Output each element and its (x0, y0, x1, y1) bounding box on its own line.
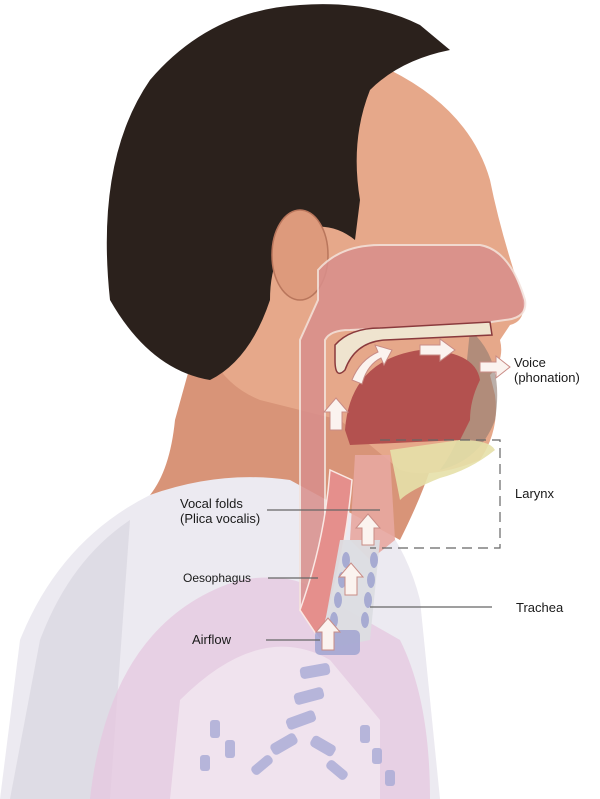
tongue (345, 350, 480, 445)
ear (271, 209, 329, 301)
bronchi (200, 663, 395, 786)
voice-label-title: Voice (514, 355, 546, 370)
larynx-label: Larynx (515, 486, 555, 501)
trachea-label: Trachea (516, 600, 564, 615)
airflow-label: Airflow (192, 632, 232, 647)
oesophagus-label: Oesophagus (183, 571, 252, 585)
vocal-folds-label: Vocal folds (Plica vocalis) (180, 496, 260, 526)
mandible (390, 440, 495, 500)
voice-label-sub: (phonation) (514, 370, 580, 385)
hard-palate (334, 321, 493, 375)
larynx-tube (350, 455, 395, 560)
shirt-shadow (10, 520, 130, 799)
lung-lobe (170, 646, 380, 799)
airflow-arrows (314, 338, 511, 651)
hair (106, 4, 451, 381)
label-lines (266, 439, 501, 641)
voice-label: Voice (phonation) (514, 355, 580, 385)
vocal-folds-sub: (Plica vocalis) (180, 511, 261, 526)
vocal-folds-title: Vocal folds (180, 496, 243, 511)
